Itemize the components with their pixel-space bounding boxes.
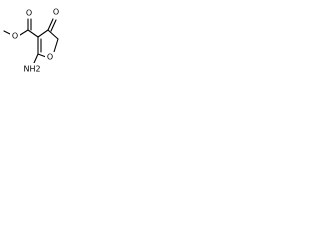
bond-ring-o1-c2	[37, 53, 47, 58]
ester-carbonyl-oxygen-label: O	[26, 9, 32, 18]
ester-ether-oxygen-label: O	[12, 32, 18, 41]
bond-ring-c3-c4	[37, 29, 49, 38]
amino-group-label: NH2	[23, 65, 40, 74]
ketone-oxygen-label: O	[53, 8, 59, 17]
ring-oxygen-label: O	[47, 53, 53, 62]
bond-ketone-2	[50, 19, 57, 32]
bond-ring-c5-o1	[53, 38, 59, 53]
bonds	[3, 18, 59, 64]
bond-ketone-1	[47, 18, 54, 31]
bond-methyl-o	[3, 30, 11, 35]
molecule-structure: O O O O NH2	[3, 7, 61, 74]
atom-labels: O O O O NH2	[10, 7, 61, 74]
bond-ring-c4-c5	[47, 29, 59, 40]
bond-ester-c3	[27, 29, 39, 38]
bond-o-ester-carbon	[19, 29, 29, 36]
bond-c2-amino	[33, 53, 39, 64]
